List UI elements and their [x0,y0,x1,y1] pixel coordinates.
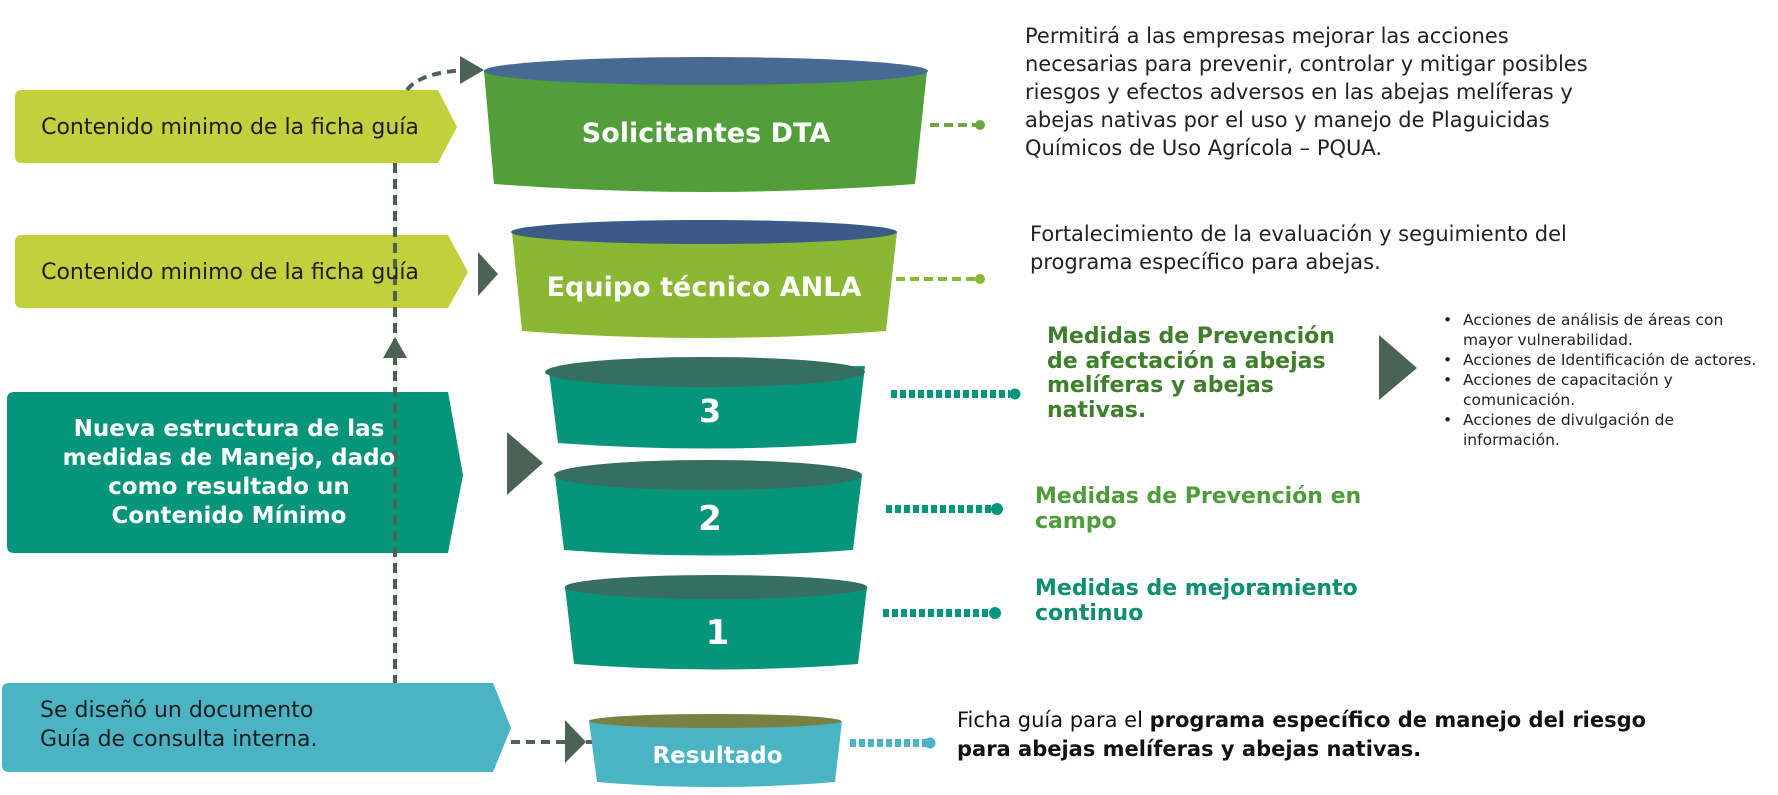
tier-2-label: 2 [698,499,722,539]
right-arrow-icon [460,56,484,84]
contenido-minimo-box-1 [15,90,457,163]
result-body [589,721,842,787]
nueva-estructura-label: Nueva estructura de las medidas de Manej… [62,415,396,529]
tier-2-body [555,475,862,556]
tier-1-ellipse [565,575,867,599]
tier-2-ellipse [554,460,862,490]
contenido-minimo-label-2: Contenido minimo de la ficha guía [41,259,419,285]
contenido-minimo-box-2 [15,235,468,308]
connector-dot [924,737,936,749]
action-item: Acciones de Identificación de actores. [1443,350,1773,370]
result-ellipse [589,714,841,728]
right-arrow-icon [478,252,498,296]
up-arrow-icon [383,337,407,358]
documento-guia-box [2,683,511,772]
funnel-second-body [512,232,897,338]
solicitantes-description: Permitirá a las empresas mejorar las acc… [1025,24,1588,160]
right-arrow-icon [507,432,543,495]
funnel-top-body [484,71,927,192]
equipo-description: Fortalecimiento de la evaluación y segui… [1030,222,1567,274]
funnel-top-label: Solicitantes DTA [581,117,831,149]
result-description-bold: programa específico de manejo del riesgo… [957,708,1647,761]
contenido-minimo-label-1: Contenido minimo de la ficha guía [41,114,419,140]
measure-tier-1: Medidas de mejoramiento continuo [1035,576,1358,626]
documento-guia-line-2: Guía de consulta interna. [40,727,318,752]
funnel-top-ellipse [484,57,928,85]
connector-dot [991,503,1003,515]
tier-3-ellipse [545,357,865,387]
measure-tier-2: Medidas de Prevención en campo [1035,484,1362,534]
nueva-estructura-box [7,392,463,553]
result-description-prefix: Ficha guía para el [957,708,1150,732]
tier-3-body [549,366,865,449]
connector-dot [1009,388,1021,400]
connector-dot [989,607,1001,619]
tier-3-label: 3 [698,392,722,430]
funnel-second-ellipse [511,220,897,244]
documento-guia-line-1: Se diseñó un documento [40,698,314,723]
right-arrow-icon [1379,335,1417,400]
result-description: Ficha guía para el programa específico d… [957,706,1677,764]
tier-3-actions-list: Acciones de análisis de áreas con mayor … [1443,310,1773,450]
result-label: Resultado [652,743,783,769]
connector-dot [975,120,985,130]
curved-dashed-arrow [405,68,469,92]
right-arrow-icon [565,720,586,763]
documento-guia-label: Se diseñó un documento Guía de consulta … [40,696,480,760]
funnel-second-label: Equipo técnico ANLA [546,271,862,303]
tier-1-label: 1 [705,613,730,653]
connector-dot [975,274,985,284]
action-item: Acciones de divulgación de información. [1443,410,1773,450]
action-item: Acciones de análisis de áreas con mayor … [1443,310,1773,350]
action-item: Acciones de capacitación y comunicación. [1443,370,1773,410]
tier-1-body [565,587,867,670]
measure-tier-3: Medidas de Prevención de afectación a ab… [1047,324,1335,423]
